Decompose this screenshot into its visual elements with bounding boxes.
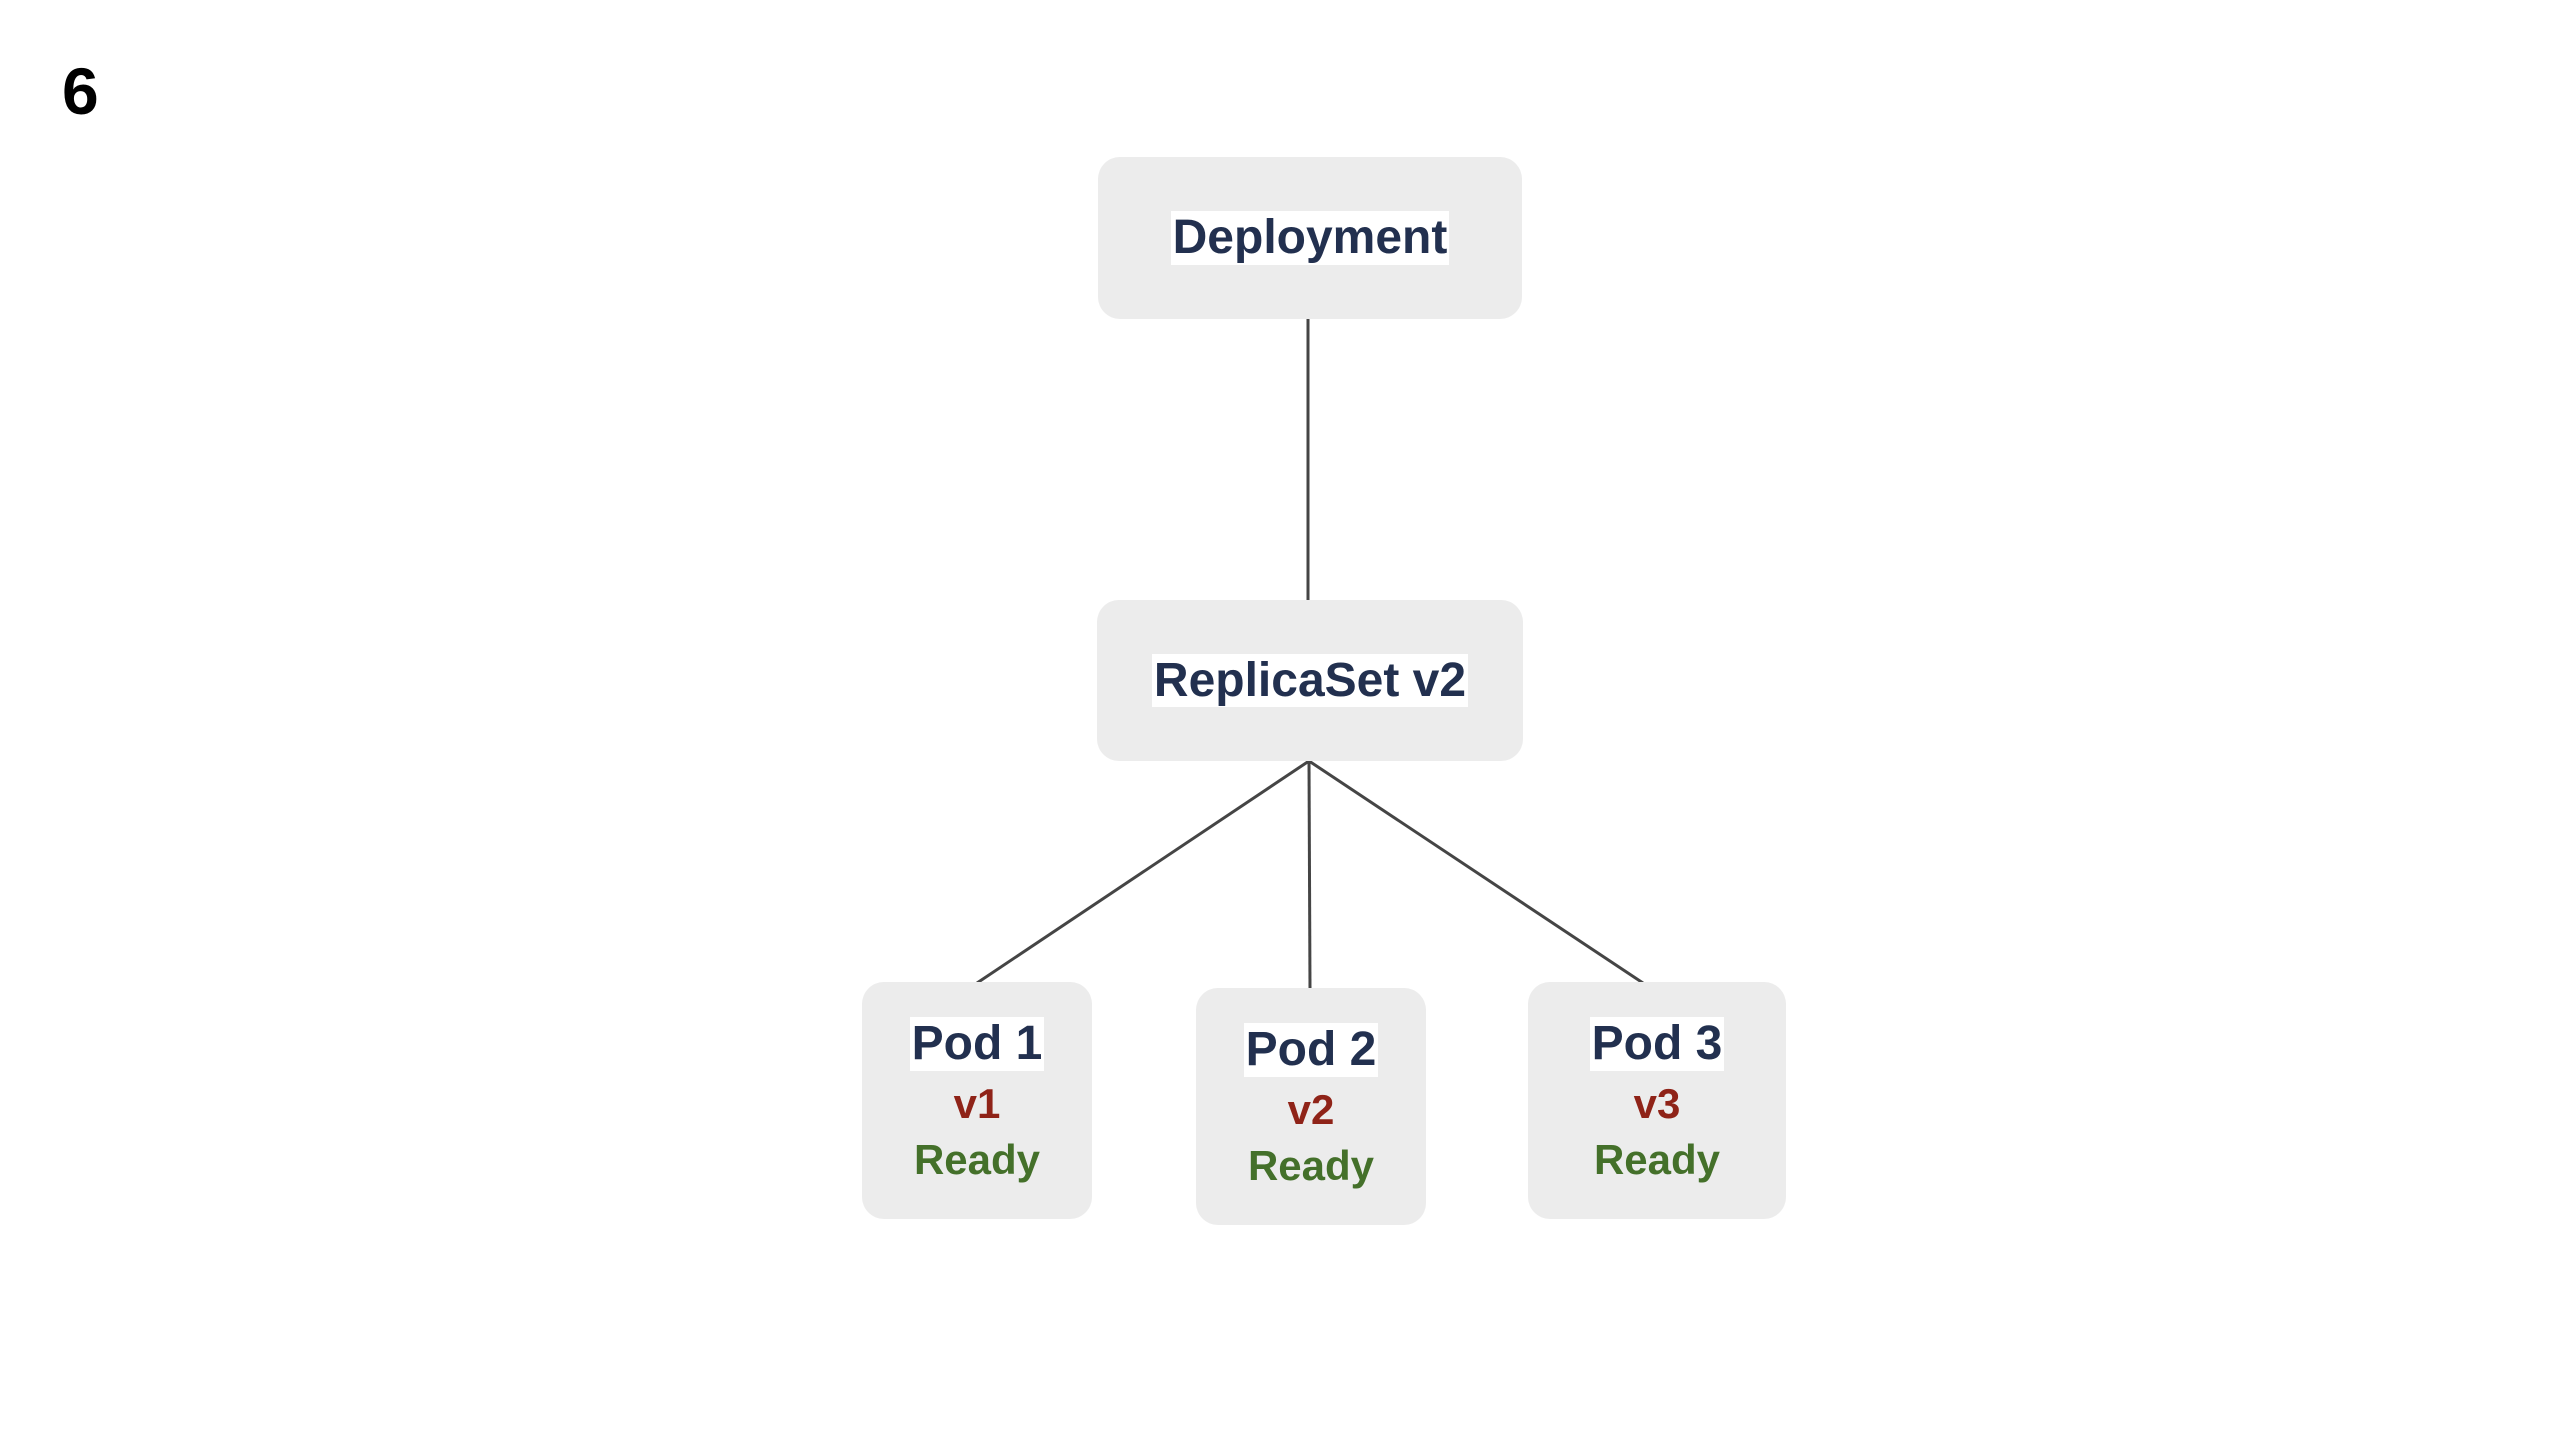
node-pod-2-title: Pod 2	[1243, 1023, 1379, 1078]
edge-replicaset-to-pod-3	[1308, 759, 1644, 985]
node-pod-3-status: Ready	[1593, 1136, 1721, 1184]
node-deployment-title: Deployment	[1170, 211, 1450, 265]
node-pod-1-version: v1	[953, 1080, 1001, 1128]
node-pod-1-title: Pod 1	[909, 1017, 1045, 1072]
node-pod-2[interactable]: Pod 2 v2 Ready	[1196, 988, 1426, 1225]
slide-number: 6	[62, 54, 99, 128]
edge-replicaset-to-pod-1	[976, 759, 1310, 985]
node-pod-3-version: v3	[1633, 1080, 1681, 1128]
node-replicaset[interactable]: ReplicaSet v2	[1097, 600, 1523, 761]
edge-replicaset-to-pod-2	[1307, 760, 1312, 990]
node-pod-1[interactable]: Pod 1 v1 Ready	[862, 982, 1092, 1219]
node-pod-1-status: Ready	[913, 1136, 1041, 1184]
node-pod-3[interactable]: Pod 3 v3 Ready	[1528, 982, 1786, 1219]
node-pod-2-version: v2	[1287, 1086, 1335, 1134]
node-deployment[interactable]: Deployment	[1098, 157, 1522, 319]
node-pod-2-status: Ready	[1247, 1142, 1375, 1190]
node-pod-3-title: Pod 3	[1589, 1017, 1725, 1072]
node-replicaset-title: ReplicaSet v2	[1151, 653, 1469, 708]
